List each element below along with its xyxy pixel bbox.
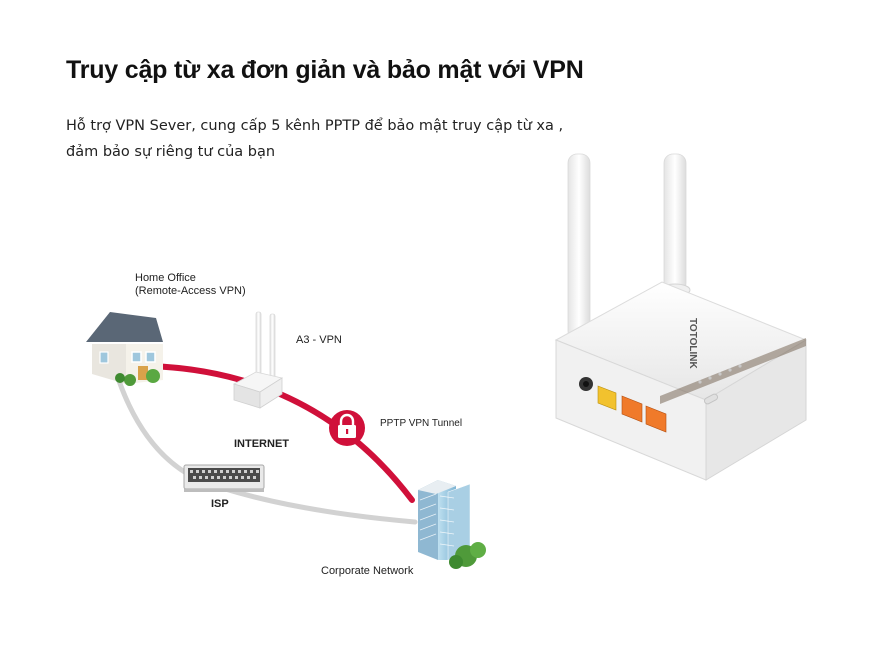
router-product-image: TOTOLINK [554, 153, 808, 481]
description-line-2: đảm bảo sự riêng tư của bạn [66, 144, 276, 160]
isp-label: ISP [211, 498, 229, 510]
page-title: Truy cập từ xa đơn giản và bảo mật với V… [66, 56, 584, 84]
house-icon [86, 312, 163, 386]
page-description: Hỗ trợ VPN Sever, cung cấp 5 kênh PPTP đ… [66, 113, 626, 165]
office-building-icon [418, 480, 486, 569]
router-label: A3 - VPN [296, 334, 342, 346]
vpn-tunnel-path [147, 363, 415, 503]
a3-vpn-router-icon [232, 311, 284, 409]
brand-logo: TOTOLINK [687, 318, 698, 370]
description-line-1: Hỗ trợ VPN Sever, cung cấp 5 kênh PPTP đ… [66, 118, 564, 134]
isp-modem-icon [183, 464, 265, 492]
internet-label: INTERNET [234, 438, 289, 450]
lock-icon [329, 410, 365, 446]
home-office-label: Home Office [135, 272, 196, 284]
tunnel-label: PPTP VPN Tunnel [380, 418, 462, 429]
corporate-network-label: Corporate Network [321, 565, 414, 577]
home-office-sublabel: (Remote-Access VPN) [135, 285, 246, 297]
